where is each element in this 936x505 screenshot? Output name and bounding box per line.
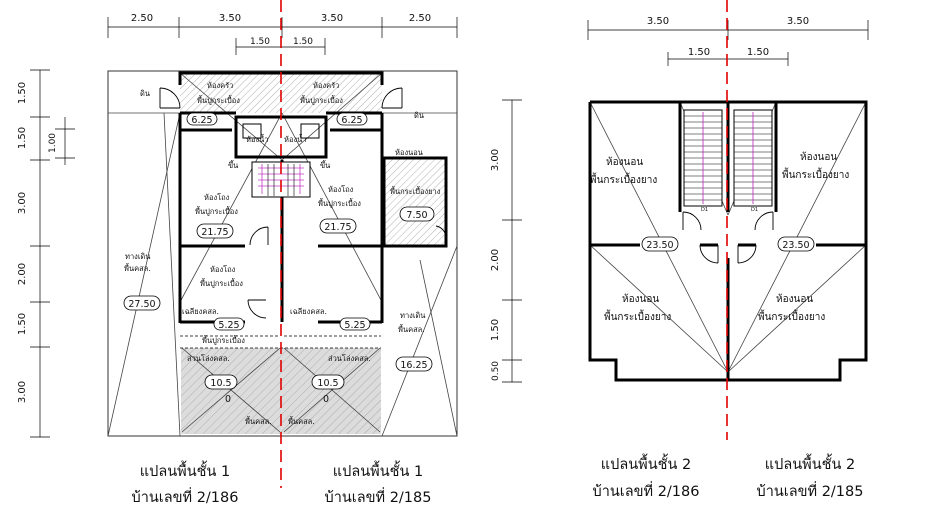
floor2-caption-left-house: บ้านเลขที่ 2/186 [593,481,700,500]
dim-side-3: 1.00 [48,133,58,153]
dim-top-2: 3.50 [219,13,241,24]
floor2-walls [588,100,868,382]
label-walk-left: ทางเดิน [125,252,150,261]
floor2-plan: 3.50 3.50 1.50 1.50 3.00 2.00 1.50 0.50 [490,0,869,500]
dim-side-1: 1.50 [17,82,28,104]
label-living-left-floor: พื้นปูกระเบื้อง [195,206,238,216]
label-parking-right: ส่วนโล่งคสล. [328,354,371,363]
floor1-caption-right-house: บ้านเลขที่ 2/185 [325,487,432,505]
f2-dim-inner-1: 1.50 [688,47,710,58]
label-bed-right-floor: พื้นกระเบื้องยาง [390,186,441,196]
f2-dim-side-3: 1.50 [490,319,501,341]
label-stair-right: ขึ้น [320,160,330,170]
label-walk-right-floor: พื้นคสล. [398,324,425,334]
f2-label-bed-tl-floor: พื้นกระเบื้องยาง [590,172,657,186]
label-living-right: ห้องโถง [328,185,354,194]
area-living-left: 21.75 [201,227,228,238]
f2-area-left: 23.50 [646,240,673,251]
label-porch-right: เฉลียงคสล. [290,307,327,316]
area-bed-right: 7.50 [406,210,427,221]
f2-dim-side-1: 3.00 [490,149,501,171]
floor2-room-labels: ห้องนอน พื้นกระเบื้องยาง ห้องนอน พื้นกระ… [590,151,849,323]
label-walk-right: ทางเดิน [400,311,425,320]
f2-label-bed-bl-floor: พื้นกระเบื้องยาง [604,309,671,323]
area-kitchen-left: 6.25 [191,115,212,126]
bedroom-hatch [384,158,446,246]
dim-side-7: 3.00 [17,381,28,403]
f2-label-bed-br-floor: พื้นกระเบื้องยาง [758,309,825,323]
dim-side-6: 1.50 [17,313,28,335]
floor2-top-dimensions: 3.50 3.50 1.50 1.50 [587,16,869,66]
label-ground-left: ดิน [140,89,150,98]
dim-side-2: 1.50 [17,127,28,149]
dim-inner-2: 1.50 [293,37,313,47]
floor2-side-dimensions: 3.00 2.00 1.50 0.50 [490,99,522,383]
floor1-room-labels: ดิน ดิน ห้องครัว พื้นปูกระเบื้อง ห้องครั… [123,81,441,426]
label-bath-right: ห้องน้ำ [284,134,306,144]
label-living-left: ห้องโถง [204,193,230,202]
floor2-stairs [683,109,773,207]
f2-dim-side-4: 0.50 [491,361,501,381]
f2-dim-top-2: 3.50 [787,16,809,27]
f2-label-bed-br: ห้องนอน [776,293,813,305]
site-boundary [107,70,458,437]
label-living-right-floor: พื้นปูกระเบื้อง [318,198,361,208]
floor2-caption-left-title: แปลนพื้นชั้น 2 [601,453,691,473]
label-kitchen-left: ห้องครัว [207,81,233,90]
label-parking-left: ส่วนโล่งคสล. [187,354,230,363]
label-porch-left: เฉลียงคสล. [182,307,219,316]
area-porch-right: 5.25 [344,320,365,331]
label-porch-left-floor: พื้นปูกระเบื้อง [202,335,245,345]
label-floor-right: พื้นคสล. [288,416,315,426]
label-bath-left: ห้องน้ำ [246,134,268,144]
floor1-caption-left-house: บ้านเลขที่ 2/186 [132,487,239,505]
label-ground-right: ดิน [414,111,424,120]
floor1-caption-left-title: แปลนพื้นชั้น 1 [140,460,230,480]
dim-side-4: 3.00 [17,192,28,214]
f2-label-bed-tr: ห้องนอน [800,151,837,163]
dim-inner-1: 1.50 [250,37,270,47]
dim-top-3: 3.50 [321,13,343,24]
label-hall-left-floor: พื้นปูกระเบื้อง [200,278,243,288]
f2-area-right: 23.50 [782,240,809,251]
label-bed-right: ห้องนอน [395,148,423,157]
area-porch-left: 5.25 [218,320,239,331]
floor2-caption-right-house: บ้านเลขที่ 2/185 [757,481,864,500]
area-parking-right: 10.5 [317,378,338,389]
dim-side-5: 2.00 [17,263,28,285]
label-kitchen-right: ห้องครัว [313,81,339,90]
label-walk-left-floor: พื้นคสล. [124,263,151,273]
f2-label-bed-bl: ห้องนอน [622,293,659,305]
area-living-right: 21.75 [324,222,351,233]
floor1-caption-right-title: แปลนพื้นชั้น 1 [333,460,423,480]
f2-door-left: D1 [701,207,708,213]
dim-top-1: 2.50 [131,13,153,24]
floor1-plan: 2.50 3.50 3.50 2.50 1.50 1.50 1.50 1. [17,0,458,505]
area-walk-right: 16.25 [400,360,427,371]
floor2-caption-right-title: แปลนพื้นชั้น 2 [765,453,855,473]
f2-dim-top-1: 3.50 [647,16,669,27]
label-hall-left: ห้องโถง [210,265,236,274]
floor1-side-dimensions: 1.50 1.50 1.00 3.00 2.00 1.50 3.00 [17,69,75,438]
area-parking-left: 10.5 [210,378,231,389]
f2-label-bed-tl: ห้องนอน [606,156,643,168]
area-parking-right-2: 0 [323,394,329,405]
area-walk-left: 27.50 [128,299,155,310]
label-kitchen-right-floor: พื้นปูกระเบื้อง [300,95,343,105]
label-floor-left: พื้นคสล. [245,416,272,426]
floor1-top-dimensions: 2.50 3.50 3.50 2.50 1.50 1.50 [107,13,458,55]
label-kitchen-left-floor: พื้นปูกระเบื้อง [197,95,240,105]
area-kitchen-right: 6.25 [341,115,362,126]
area-parking-left-2: 0 [225,394,231,405]
f2-dim-inner-2: 1.50 [747,47,769,58]
f2-dim-side-2: 2.00 [490,249,501,271]
f2-door-right: D1 [751,207,758,213]
label-stair-left: ขึ้น [228,160,238,170]
f2-label-bed-tr-floor: พื้นกระเบื้องยาง [782,167,849,181]
dim-top-4: 2.50 [409,13,431,24]
